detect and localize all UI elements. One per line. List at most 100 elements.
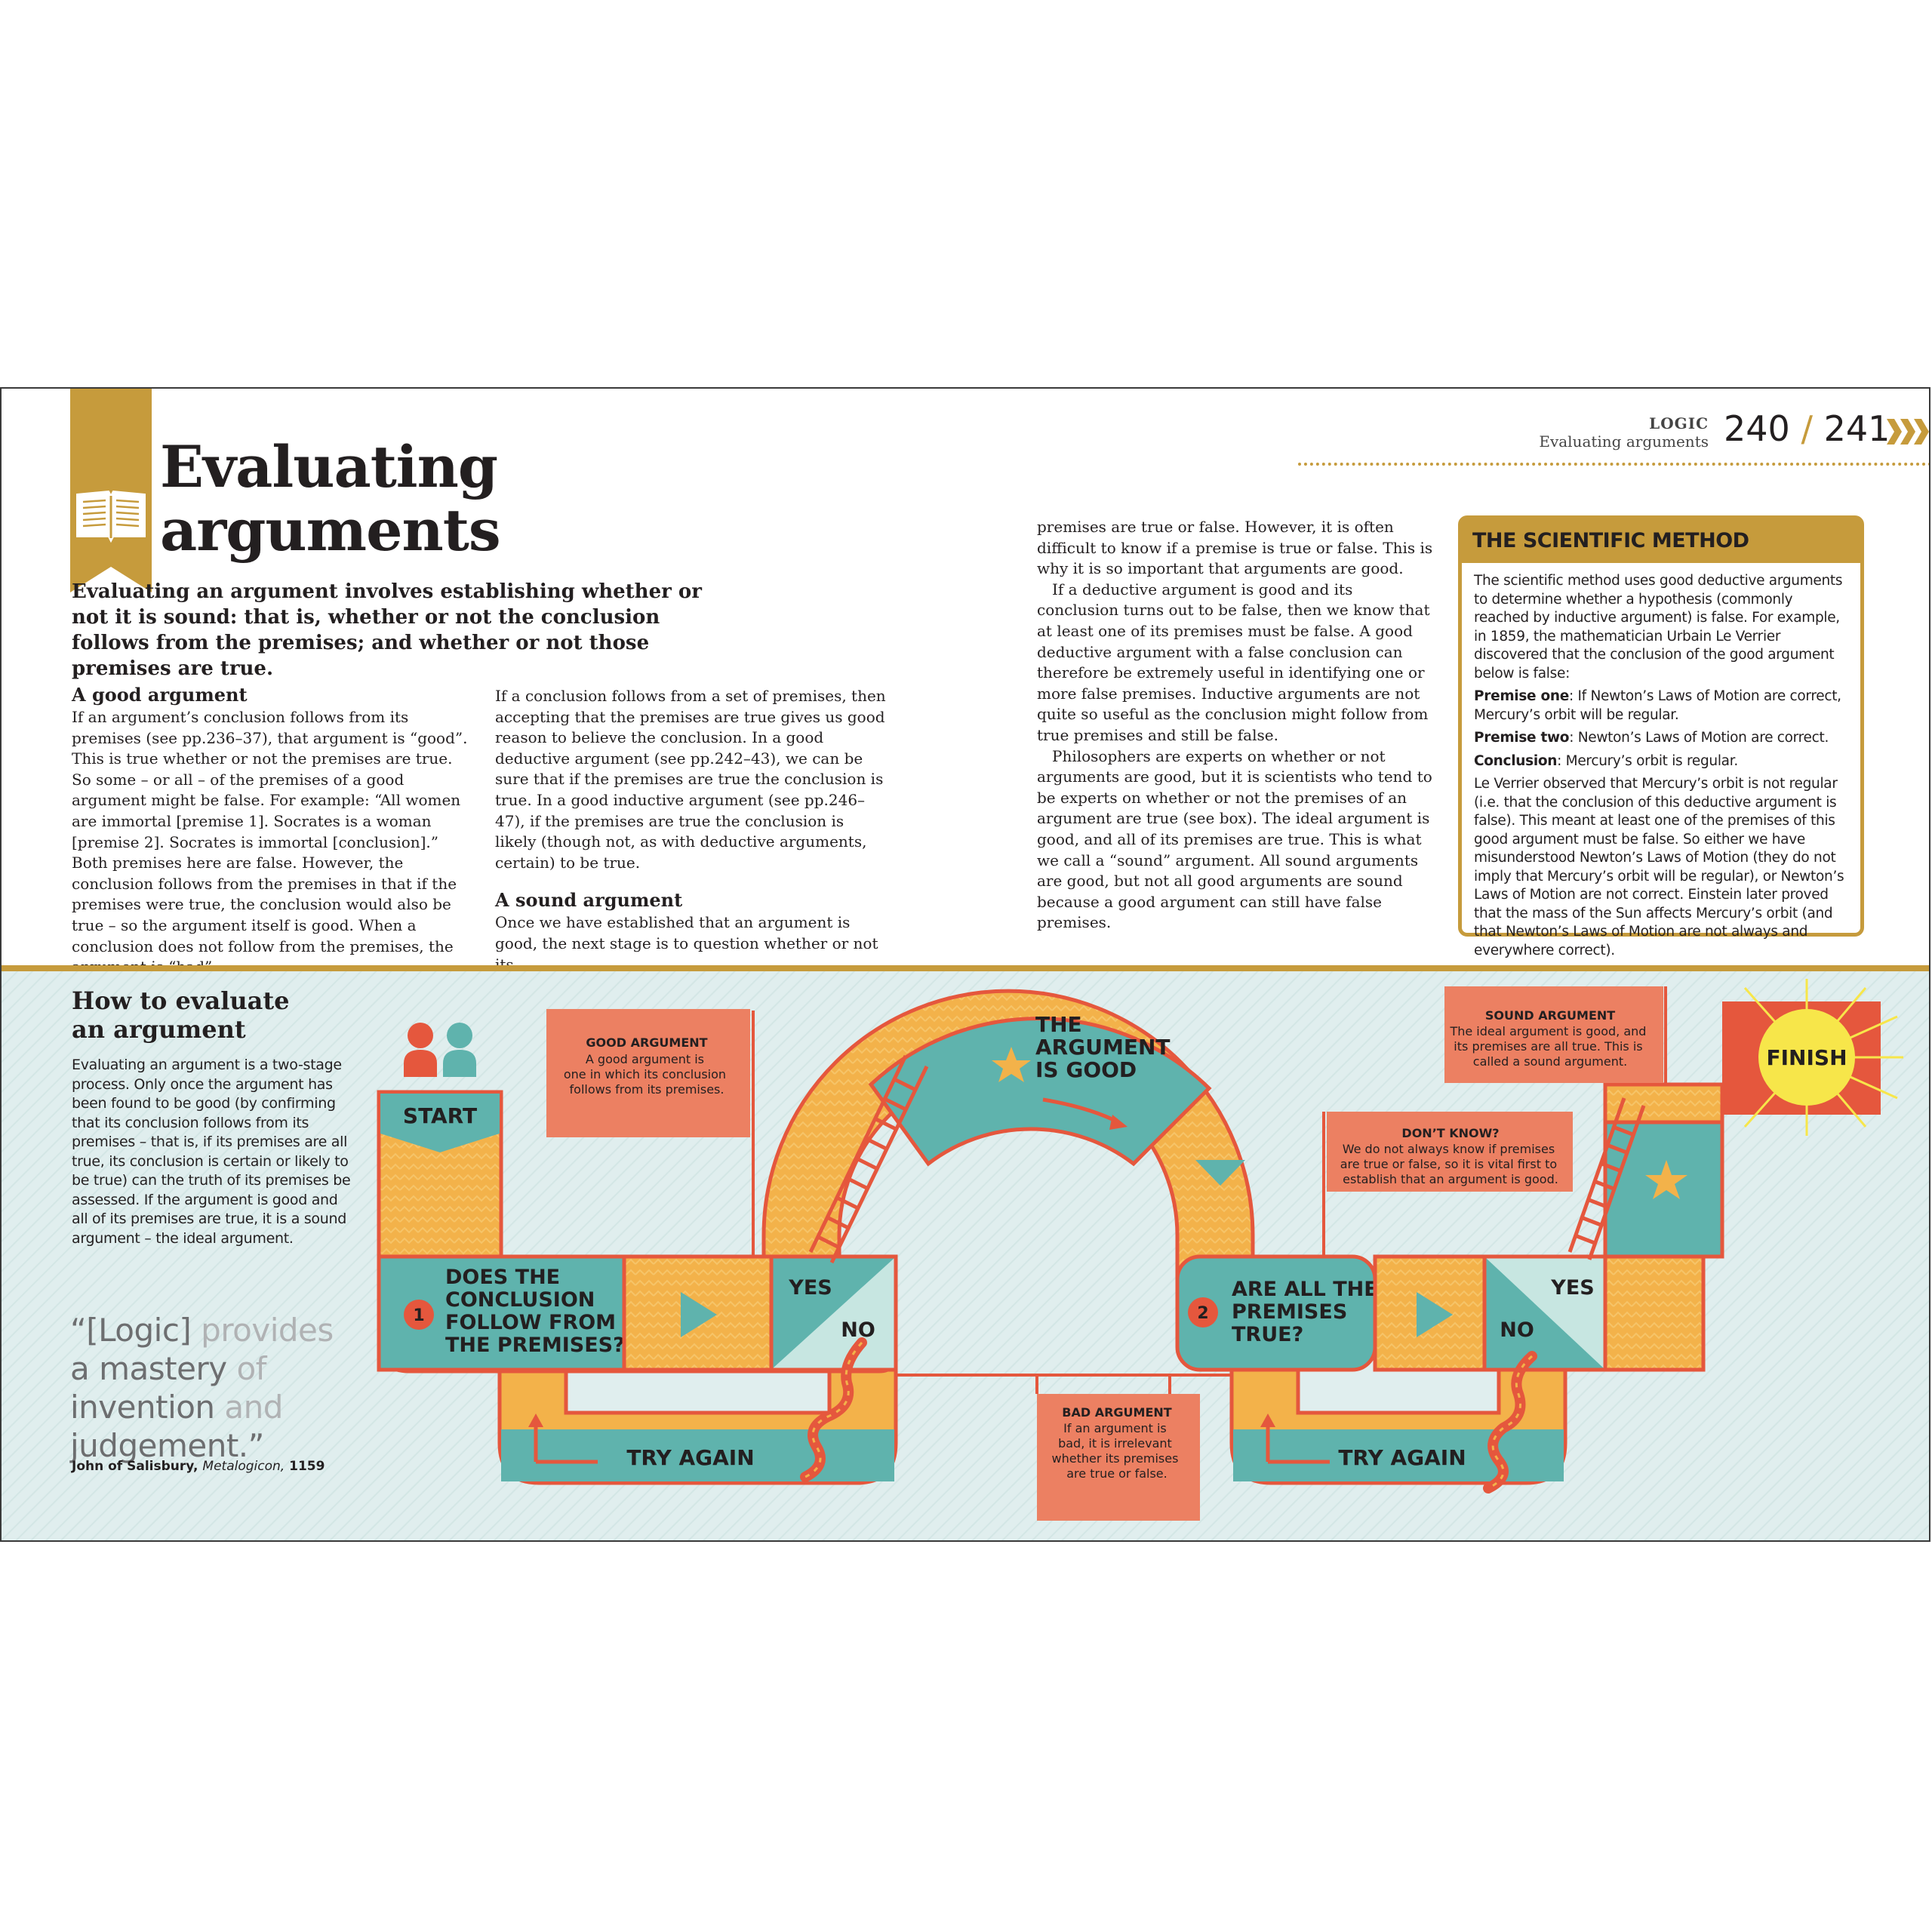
sound-argument-text: Once we have established that an argumen… [495, 913, 878, 974]
finish-label: FINISH [1767, 1045, 1847, 1070]
premise-two: Premise two: Newton’s Laws of Motion are… [1474, 729, 1848, 748]
question-1-text: DOES THE CONCLUSION FOLLOW FROM THE PREM… [445, 1266, 625, 1357]
question-2-text: ARE ALL THE PREMISES TRUE? [1232, 1278, 1385, 1346]
sound-argument-heading: A sound argument [495, 889, 683, 912]
ladder-1-icon [808, 1054, 929, 1264]
subsection-label: Evaluating arguments [1539, 432, 1709, 451]
svg-text:BAD ARGUMENT: BAD ARGUMENT [1062, 1405, 1172, 1420]
star-icon [992, 1047, 1031, 1082]
quote-author: John of Salisbury, [72, 1459, 198, 1474]
how-to-heading-line-1: How to evaluate [72, 986, 290, 1015]
chevron-arrows-icon [1887, 419, 1929, 445]
ladder-2-icon [1567, 1097, 1646, 1260]
step-2-badge [1188, 1297, 1218, 1327]
sun-icon [1758, 1009, 1855, 1106]
conclusion-label: Conclusion [1474, 752, 1558, 769]
dotted-rule [1298, 463, 1929, 466]
star-icon-2 [1645, 1160, 1687, 1199]
good-argument-heading: A good argument [72, 684, 248, 706]
premise-one-text: : If Newton’s Laws of Motion are correct… [1474, 688, 1841, 723]
no-label-2: NO [1500, 1318, 1534, 1342]
title-line-2: arguments [160, 497, 501, 564]
quote-word-4: mastery [99, 1350, 227, 1387]
try-again-2-strip [1233, 1429, 1564, 1481]
try-again-1-label: TRY AGAIN [626, 1445, 754, 1470]
player-pawn-red-icon [404, 1023, 437, 1077]
svg-text:SOUND ARGUMENT: SOUND ARGUMENT [1485, 1008, 1615, 1023]
page-number-separator: / [1801, 408, 1813, 449]
column-good-argument: A good argument If an argument’s conclus… [72, 685, 472, 978]
conclusion: Conclusion: Mercury’s orbit is regular. [1474, 752, 1848, 771]
note-dont-know: DON’T KNOW? We do not always know if pre… [1322, 1112, 1573, 1257]
quote-year: 1159 [289, 1459, 325, 1474]
arrow-up-2-head [1260, 1414, 1275, 1427]
premise-one: Premise one: If Newton’s Laws of Motion … [1474, 688, 1848, 724]
open-book-icon [76, 490, 146, 543]
note-good-argument: GOOD ARGUMENT A good argument is one in … [546, 1009, 755, 1257]
note-sound-argument: SOUND ARGUMENT The ideal argument is goo… [1444, 986, 1667, 1084]
quote-word-2: provides [201, 1312, 334, 1349]
svg-text:We do not always know if premi: We do not always know if premises are tr… [1340, 1142, 1561, 1186]
svg-text:The ideal argument is good, an: The ideal argument is good, and its prem… [1449, 1024, 1650, 1069]
quote-word-6: invention [70, 1389, 215, 1426]
down-triangle-icon [1195, 1160, 1245, 1186]
how-to-heading: How to evaluate an argument [72, 986, 290, 1044]
intro-paragraph: Evaluating an argument involves establis… [72, 580, 702, 680]
play-triangle-2-icon [1417, 1292, 1453, 1337]
good-argument-text: If an argument’s conclusion follows from… [72, 708, 468, 976]
yes-label-1: YES [788, 1276, 832, 1300]
svg-text:A good argument is o: A good argument is one in which its conc… [564, 1052, 730, 1097]
column-sound-argument: If a conclusion follows from a set of pr… [495, 686, 888, 975]
column-premises: premises are true or false. However, it … [1037, 517, 1437, 934]
svg-text:DON’T KNOW?: DON’T KNOW? [1401, 1126, 1499, 1140]
yes-label-2: YES [1550, 1276, 1594, 1300]
premises-paragraph-1: premises are true or false. However, it … [1037, 518, 1433, 578]
infographic-panel: TRY AGAIN TRY AGAIN THE ARGUMENT IS GOOD [2, 965, 1929, 1540]
section-label: LOGIC [1649, 414, 1709, 432]
quote-word-7: and [224, 1389, 283, 1426]
argument-good-tile [868, 1017, 1212, 1167]
step-1-number: 1 [413, 1306, 424, 1325]
step-2-number: 2 [1197, 1304, 1208, 1323]
try-again-1-strip [501, 1429, 894, 1481]
premise-two-text: : Newton’s Laws of Motion are correct. [1569, 730, 1829, 746]
scientific-method-body: The scientific method uses good deductiv… [1474, 572, 1848, 964]
start-banner [380, 1094, 500, 1152]
try-again-2-label: TRY AGAIN [1338, 1445, 1466, 1470]
scientific-intro: The scientific method uses good deductiv… [1474, 573, 1843, 681]
argument-good-text: THE ARGUMENT IS GOOD [1035, 1012, 1177, 1082]
scientific-method-box: THE SCIENTIFIC METHOD The scientific met… [1458, 515, 1864, 958]
quote-attribution: John of Salisbury, Metalogicon, 1159 [72, 1459, 325, 1474]
premises-paragraph-2: If a deductive argument is good and its … [1037, 580, 1430, 744]
row-2-end-tile [1603, 1254, 1706, 1372]
page-numbers: 240 / 241 [1724, 408, 1890, 449]
note-bad-argument: BAD ARGUMENT If an argument is bad, it i… [1035, 1375, 1200, 1521]
quote-word-3: a [70, 1350, 90, 1387]
yes-no-split-2 [1486, 1258, 1604, 1368]
conclusion-text: : Mercury’s orbit is regular. [1557, 752, 1738, 769]
pull-quote: “[Logic] provides a mastery of invention… [70, 1311, 387, 1465]
svg-text:If an argument is ba: If an argument is bad, it is irrelevant … [1052, 1421, 1183, 1481]
scientific-method-heading: THE SCIENTIFIC METHOD [1462, 519, 1860, 563]
arrow-up-1-head [528, 1414, 543, 1427]
player-pawn-teal-icon [443, 1023, 476, 1077]
quote-word-1: “[Logic] [70, 1312, 192, 1349]
quote-work: Metalogicon, [202, 1459, 285, 1474]
page-number-right: 241 [1823, 408, 1890, 449]
page-title: Evaluating arguments [160, 435, 501, 564]
quote-word-8: judgement.” [70, 1427, 264, 1464]
premises-paragraph-3: Philosophers are experts on whether or n… [1037, 746, 1432, 932]
curved-arrow-head [1109, 1115, 1128, 1130]
premise-one-label: Premise one [1474, 688, 1569, 704]
how-to-text: Evaluating an argument is a two-stage pr… [72, 1057, 351, 1247]
running-head: LOGIC Evaluating arguments [1539, 414, 1709, 451]
quote-word-5: of [236, 1350, 266, 1387]
how-to-heading-line-2: an argument [72, 1015, 246, 1044]
no-label-1: NO [841, 1318, 875, 1342]
page-number-left: 240 [1724, 408, 1790, 449]
premise-two-label: Premise two [1474, 730, 1570, 746]
book-spread: Evaluating arguments LOGIC Evaluating ar… [0, 387, 1930, 1542]
scientific-outcome: Le Verrier observed that Mercury’s orbit… [1474, 776, 1844, 958]
svg-text:GOOD ARGUMENT: GOOD ARGUMENT [586, 1035, 707, 1050]
start-label: START [403, 1103, 477, 1128]
